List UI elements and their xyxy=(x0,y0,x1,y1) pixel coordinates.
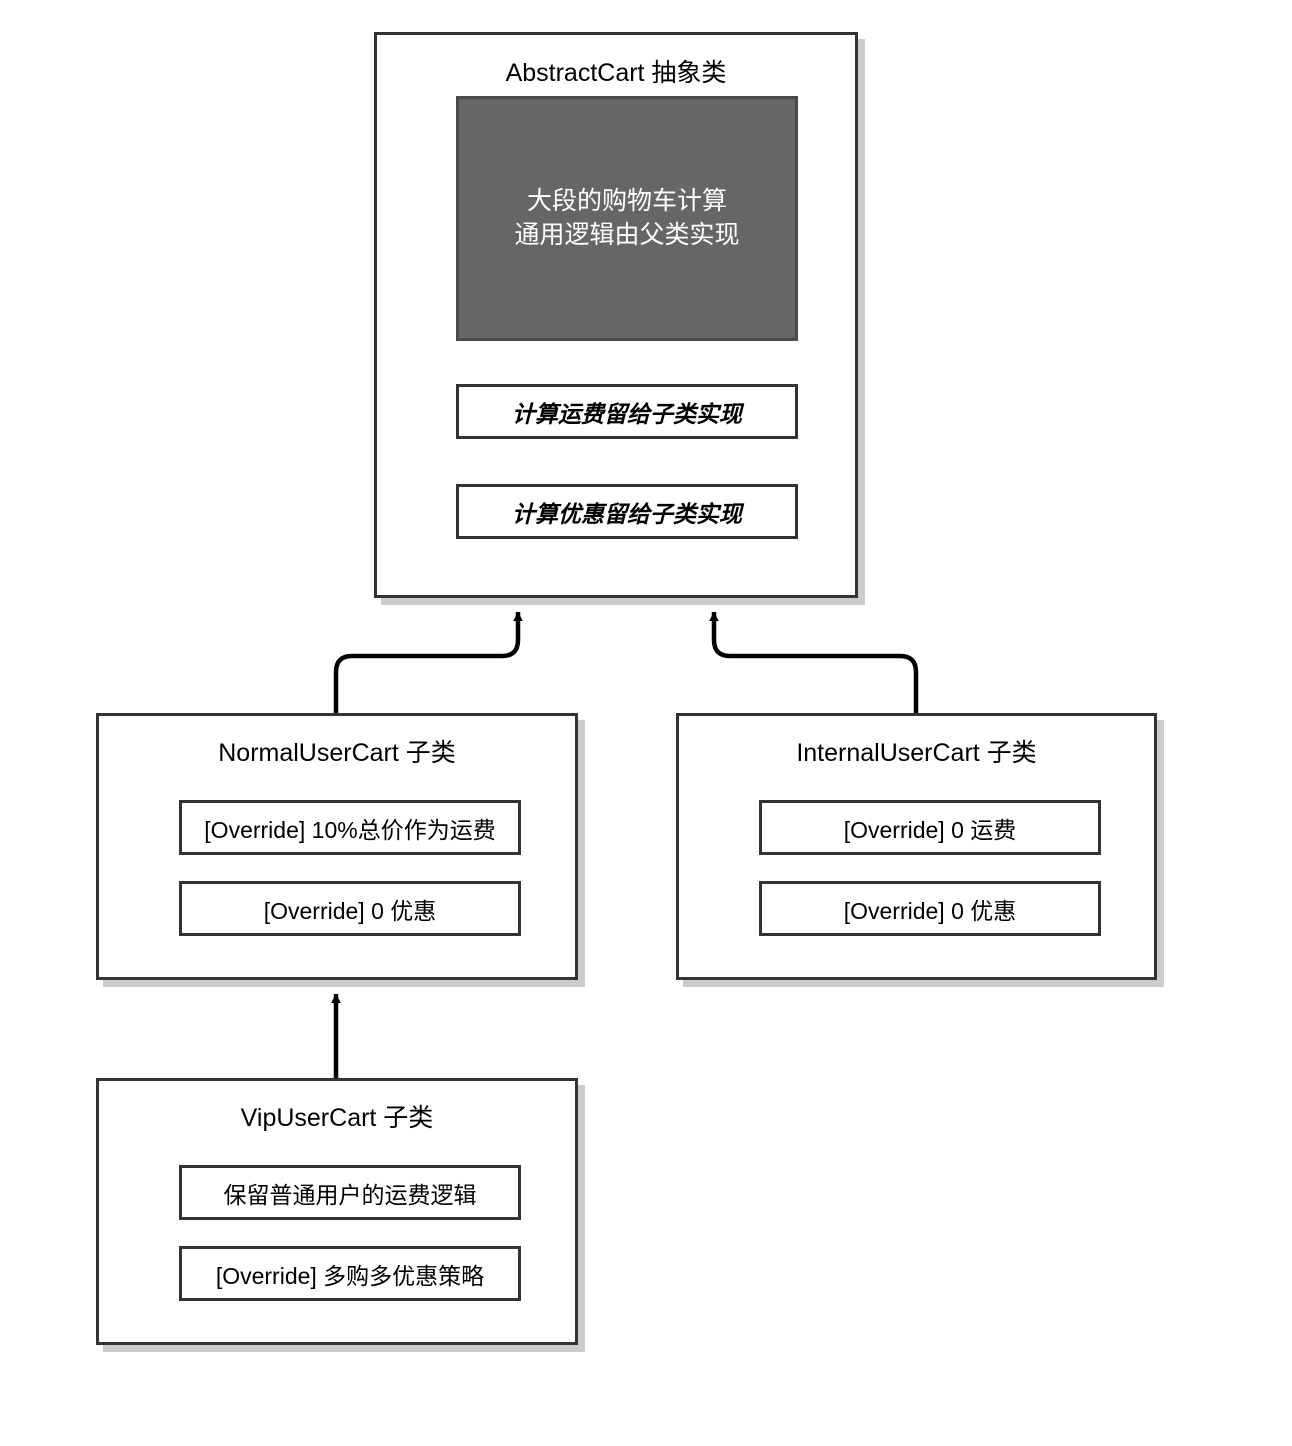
member-normal-discount-override[interactable]: [Override] 0 优惠 xyxy=(179,881,521,936)
member-discount-abstract[interactable]: 计算优惠留给子类实现 xyxy=(456,484,798,539)
member-internal-discount-override[interactable]: [Override] 0 优惠 xyxy=(759,881,1101,936)
member-vip-shipping-inherited[interactable]: 保留普通用户的运费逻辑 xyxy=(179,1165,521,1220)
member-shared-logic[interactable]: 大段的购物车计算 通用逻辑由父类实现 xyxy=(456,96,798,341)
class-box-vip-user-cart[interactable]: VipUserCart 子类 保留普通用户的运费逻辑 [Override] 多购… xyxy=(96,1078,578,1345)
member-internal-shipping-override[interactable]: [Override] 0 运费 xyxy=(759,800,1101,855)
member-shipping-abstract[interactable]: 计算运费留给子类实现 xyxy=(456,384,798,439)
class-title-internal-user-cart: InternalUserCart 子类 xyxy=(796,739,1037,767)
connector-internal-to-abstract xyxy=(709,611,919,713)
class-title-normal-user-cart: NormalUserCart 子类 xyxy=(218,739,456,767)
member-normal-shipping-override[interactable]: [Override] 10%总价作为运费 xyxy=(179,800,521,855)
class-title-vip-user-cart: VipUserCart 子类 xyxy=(240,1104,434,1132)
member-shared-logic-line-1: 大段的购物车计算 xyxy=(526,186,727,215)
class-box-abstract-cart[interactable]: AbstractCart 抽象类 大段的购物车计算 通用逻辑由父类实现 计算运费… xyxy=(374,32,858,598)
class-title-abstract-cart: AbstractCart 抽象类 xyxy=(505,59,727,87)
member-vip-discount-override[interactable]: [Override] 多购多优惠策略 xyxy=(179,1246,521,1301)
member-shared-logic-line-2: 通用逻辑由父类实现 xyxy=(514,220,740,249)
class-box-internal-user-cart[interactable]: InternalUserCart 子类 [Override] 0 运费 [Ove… xyxy=(676,713,1157,980)
class-box-normal-user-cart[interactable]: NormalUserCart 子类 [Override] 10%总价作为运费 [… xyxy=(96,713,578,980)
connector-normal-to-abstract xyxy=(333,611,523,713)
